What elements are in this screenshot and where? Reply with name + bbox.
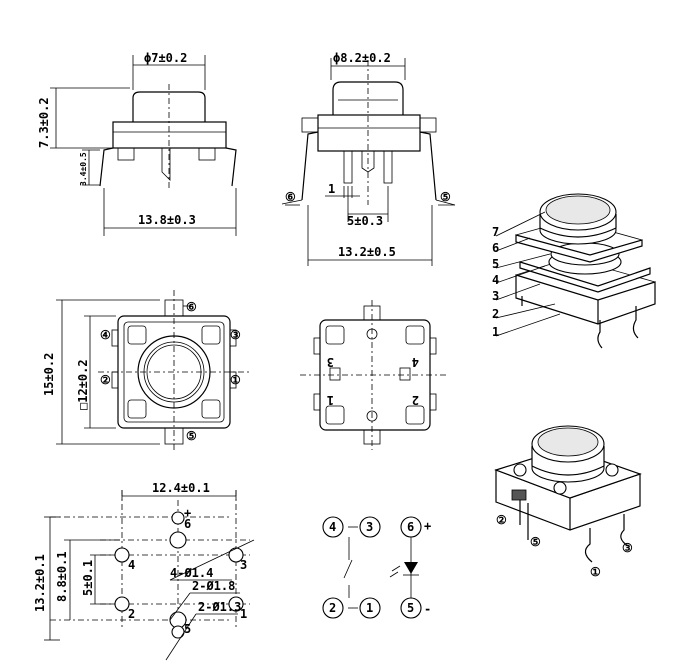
pcb-label-5: 5 <box>184 622 191 636</box>
top-dim-outer: 15±0.2 <box>42 353 56 396</box>
callout-7: 7 <box>492 225 499 239</box>
front-dim-height: 7.3±0.2 <box>37 97 51 148</box>
front-dim-width: 13.8±0.3 <box>138 213 196 227</box>
front-body <box>112 121 227 149</box>
pcb-hole-1 <box>228 596 244 612</box>
sch-label-3: 3 <box>366 520 373 534</box>
top-pin-2: ② <box>100 373 111 387</box>
bottom-label-4: 4 <box>412 355 419 369</box>
pcb-hole-4 <box>114 547 130 563</box>
callout-4: 4 <box>492 273 499 287</box>
sch-pin-2 <box>322 597 344 619</box>
pcb-label-4: 4 <box>128 558 135 572</box>
top-pin-4: ④ <box>100 328 111 342</box>
pcb-label-1: 1 <box>240 607 247 621</box>
exploded-top-plate <box>515 234 643 263</box>
side-view: ϕ8.2±0.2 ⑥ ⑤ 1 5±0.3 13.2±0.5 <box>281 51 456 266</box>
side-dim-1: 1 <box>328 182 335 196</box>
assembled-pin-5: ⑤ <box>530 535 541 549</box>
callout-5: 5 <box>492 257 499 271</box>
pcb-hole-a: 4-Ø1.4 <box>170 566 213 580</box>
bottom-label-2: 2 <box>412 393 419 407</box>
pcb-dim-inner: 8.8±0.1 <box>55 551 69 602</box>
side-cap <box>332 81 404 115</box>
pcb-label-3: 3 <box>240 558 247 572</box>
front-cap <box>132 91 206 122</box>
pcb-hole-b: 2-Ø1.8 <box>192 579 235 593</box>
top-view: ⑥ ③ ④ ② ① ⑤ 15±0.2 □12±0.2 <box>42 290 250 452</box>
schematic: 4 3 2 1 6 5 + - <box>322 516 431 619</box>
front-left-leg <box>99 147 114 187</box>
side-left-leg <box>301 131 319 201</box>
pcb-dim-width: 12.4±0.1 <box>152 481 210 495</box>
pcb-hole-c: 2-Ø1.3 <box>198 600 241 614</box>
exploded-view: 7 6 5 4 3 2 1 <box>492 193 656 349</box>
assembled-pin-2: ② <box>496 513 507 527</box>
assembled-pin-1: ① <box>590 565 601 579</box>
sch-minus: - <box>424 602 431 616</box>
bottom-view: 3 4 1 2 <box>300 300 446 450</box>
top-pin-6: ⑥ <box>186 300 197 314</box>
side-pin-right: ⑤ <box>440 190 451 204</box>
sch-label-5: 5 <box>407 601 414 615</box>
sch-pin-1 <box>359 597 381 619</box>
top-pin-3: ③ <box>230 328 241 342</box>
callout-3: 3 <box>492 289 499 303</box>
front-dim-pin: 3.4±0.5 <box>79 152 88 186</box>
pcb-dim-spacing: 5±0.1 <box>81 560 95 596</box>
sch-pin-4 <box>322 516 344 538</box>
side-pin-left: ⑥ <box>285 190 296 204</box>
sch-plus: + <box>424 519 431 533</box>
assembled-view: ② ⑤ ① ③ <box>494 425 642 579</box>
side-body <box>317 114 421 152</box>
side-dim-spacing: 5±0.3 <box>347 214 383 228</box>
front-view: ϕ7±0.2 7.3±0.2 3.4±0.5 13.8±0.3 <box>37 51 237 236</box>
sch-label-2: 2 <box>329 601 336 615</box>
front-right-leg <box>225 147 237 187</box>
pcb-hole-6 <box>171 511 185 525</box>
assembled-pin-3: ③ <box>622 541 633 555</box>
callout-6: 6 <box>492 241 499 255</box>
callout-2: 2 <box>492 307 499 321</box>
pcb-plus: + <box>184 506 191 520</box>
led-diode-icon <box>404 562 418 574</box>
pcb-label-6: 6 <box>184 517 191 531</box>
pcb-dim-height: 13.2±0.1 <box>33 554 47 612</box>
sch-label-1: 1 <box>366 601 373 615</box>
top-pin-5: ⑤ <box>186 429 197 443</box>
sch-label-4: 4 <box>329 520 336 534</box>
pcb-label-2: 2 <box>128 607 135 621</box>
side-dim-top: ϕ8.2±0.2 <box>333 51 391 65</box>
pcb-layout: 12.4±0.1 13.2±0.1 8.8±0.1 5±0.1 4-Ø1.4 2… <box>33 481 255 661</box>
front-dim-top: ϕ7±0.2 <box>144 51 187 65</box>
side-right-leg <box>419 131 437 201</box>
side-dim-width: 13.2±0.5 <box>338 245 396 259</box>
pcb-hole-3 <box>228 547 244 563</box>
top-dim-inner: □12±0.2 <box>76 359 90 410</box>
sch-pin-3 <box>359 516 381 538</box>
switch-contact <box>343 559 353 579</box>
bottom-label-3: 3 <box>327 355 334 369</box>
callout-1: 1 <box>492 325 499 339</box>
sch-label-6: 6 <box>407 520 414 534</box>
top-pin-1: ① <box>230 373 241 387</box>
bottom-label-1: 1 <box>327 393 334 407</box>
pcb-hole-2 <box>114 596 130 612</box>
